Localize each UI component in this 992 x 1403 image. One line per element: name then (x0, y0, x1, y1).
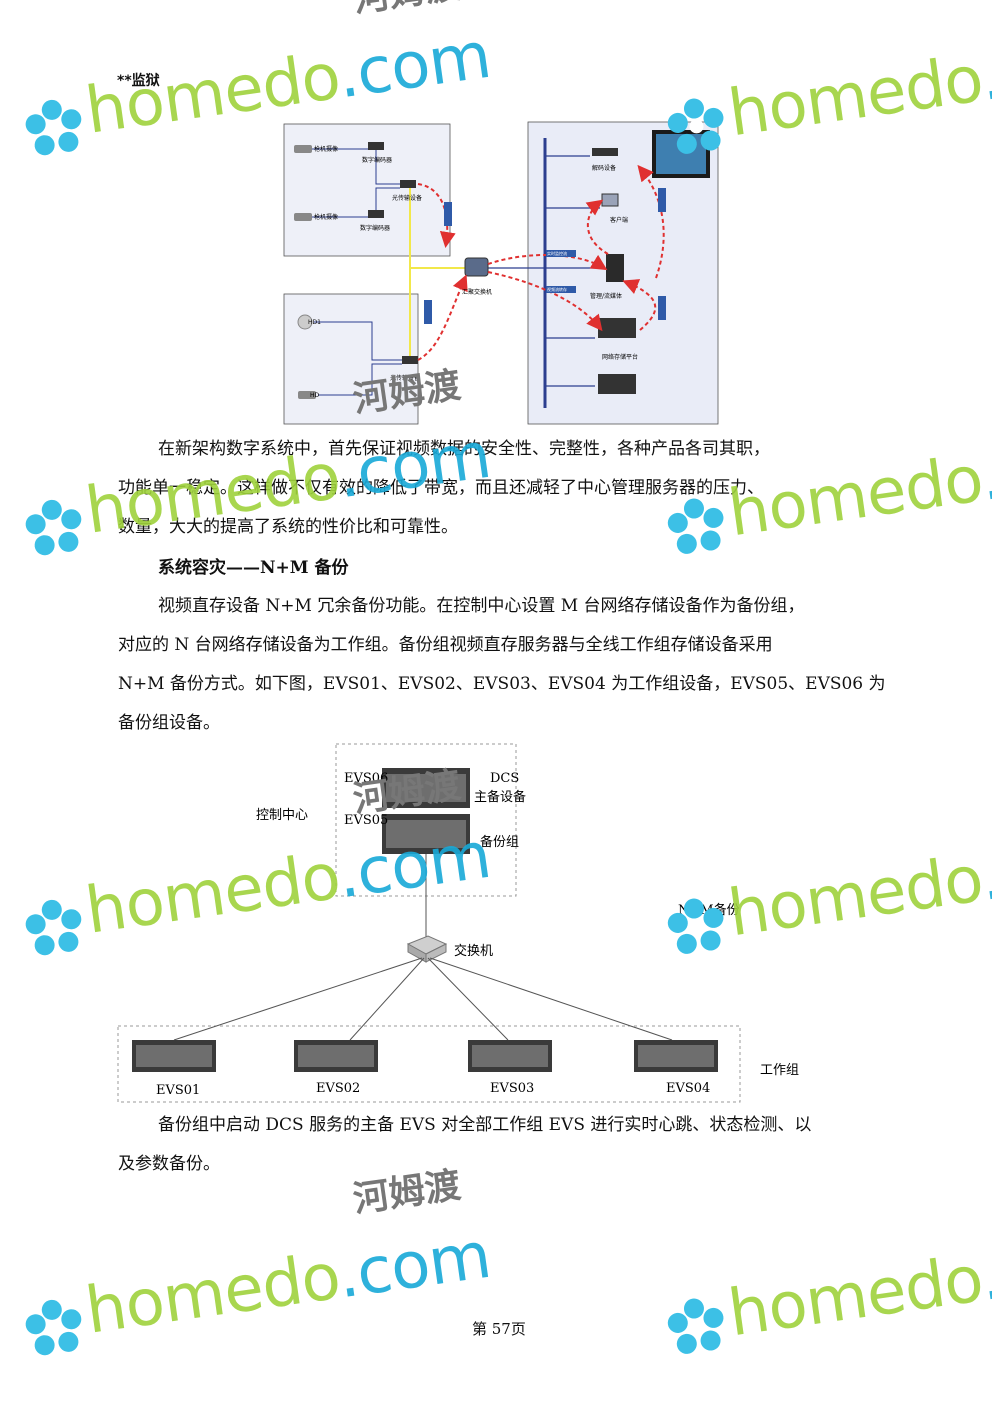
server-icon-evs01 (132, 1040, 216, 1072)
watermark-text-cn: 河姆渡 (349, 0, 464, 23)
optical-label: 光传输设备 (392, 194, 422, 202)
switch-label: 汇聚交换机 (462, 288, 492, 296)
encoder-label: 数字编码器 (362, 156, 392, 164)
watermark-text: .com (332, 1218, 495, 1314)
watermark: homedo.com (650, 1193, 992, 1379)
watermark-text: .com (975, 821, 992, 916)
main-device-label: 主备设备 (474, 789, 526, 805)
dome-camera-icon (297, 314, 313, 330)
evs06-label: EVS06 (344, 771, 388, 786)
evs05-label: EVS05 (344, 813, 388, 828)
server-icon-evs04 (634, 1040, 718, 1072)
storage-label: 网络存储平台 (602, 353, 638, 361)
evs03-label: EVS03 (490, 1081, 534, 1096)
link-label: 实时监控流 (547, 250, 567, 256)
watermark-text: .com (975, 421, 992, 516)
server-icon-evs03 (468, 1040, 552, 1072)
flower-logo-icon (667, 1298, 724, 1354)
text-line: 功能单一稳定。这样做不仅有效的降低了带宽，而且还减轻了中心管理服务器的压力、 (118, 478, 764, 498)
switch-label: 交换机 (454, 943, 493, 959)
work-group-label: 工作组 (760, 1063, 799, 1078)
camera-label: 枪机摄像 (314, 145, 338, 153)
aggregation-switch-icon (464, 257, 489, 277)
link-label: 视频流转存 (547, 286, 567, 292)
section-title-disaster-recovery: 系统容灾——N+M 备份 (158, 558, 349, 578)
storage-platform-icon (598, 318, 636, 338)
client-label: 客户端 (610, 216, 628, 224)
evs02-label: EVS02 (316, 1081, 360, 1096)
camera-site-panel-1 (283, 123, 451, 257)
storage-icon (598, 374, 636, 394)
paragraph-heartbeat: 备份组中启动 DCS 服务的主备 EVS 对全部工作组 EVS 进行实时心跳、状… (118, 1106, 888, 1184)
text-line: 备份组中启动 DCS 服务的主备 EVS 对全部工作组 EVS 进行实时心跳、状… (158, 1115, 812, 1135)
camera-icon (298, 391, 316, 399)
work-group-box (117, 1025, 741, 1103)
flower-logo-icon (25, 499, 82, 556)
text-line: N+M 备份方式。如下图，EVS01、EVS02、EVS03、EVS04 为工作… (118, 674, 886, 694)
flower-logo-icon (25, 99, 82, 156)
paragraph-nm-backup: 视频直存设备 N+M 冗余备份功能。在控制中心设置 M 台网络存储设备作为备份组… (118, 587, 888, 743)
watermark-text: homedo (724, 42, 986, 152)
camera-site-panel-2 (283, 293, 419, 425)
encoder-icon (368, 210, 384, 218)
page-number: 第 57页 (472, 1320, 526, 1338)
server-icon-evs05 (382, 814, 470, 854)
control-center-label: 控制中心 (256, 808, 308, 823)
text-line: 在新架构数字系统中，首先保证视频数据的安全性、完整性，各种产品各司其职， (158, 439, 770, 459)
optical-transmitter-icon (400, 180, 416, 188)
dcs-label: DCS (490, 771, 519, 786)
watermark-text: homedo (724, 1242, 986, 1352)
optical-transmitter-icon (402, 356, 418, 364)
evs04-label: EVS04 (666, 1081, 710, 1096)
hd-label: HD1 (308, 319, 321, 326)
encoder-label: 数字编码器 (360, 224, 390, 232)
camera-icon (294, 213, 312, 221)
evs01-label: EVS01 (156, 1083, 200, 1098)
client-pc-icon (601, 193, 619, 207)
prison-network-diagram: 枪机摄像 枪机摄像 数字编码器 数字编码器 光传输设备 光传输设备 HD1 HD… (283, 121, 719, 425)
paragraph-architecture: 在新架构数字系统中，首先保证视频数据的安全性、完整性，各种产品各司其职， 功能单… (118, 430, 888, 547)
text-line: 对应的 N 台网络存储设备为工作组。备份组视频直存服务器与全线工作组存储设备采用 (118, 635, 773, 655)
text-line: 备份组设备。 (118, 713, 220, 733)
watermark-text: .com (975, 21, 992, 116)
server-icon-evs02 (294, 1040, 378, 1072)
nm-backup-diagram: 控制中心 EVS06 EVS05 DCS 主备设备 备份组 交换机 N+M备份 … (117, 743, 799, 1103)
watermark-text: .com (332, 18, 495, 114)
text-line: 数量，大大的提高了系统的性价比和可靠性。 (118, 517, 458, 537)
camera-icon (294, 145, 312, 153)
encoder-icon (368, 142, 384, 150)
switch-icon (406, 935, 448, 963)
text-line: 视频直存设备 N+M 冗余备份功能。在控制中心设置 M 台网络存储设备作为备份组… (158, 596, 805, 616)
flower-logo-icon (25, 1299, 82, 1356)
nm-backup-label: N+M备份 (678, 902, 740, 918)
watermark-text: homedo (81, 1240, 344, 1349)
text-line: 及参数备份。 (118, 1154, 220, 1174)
decoder-icon (592, 148, 618, 156)
flower-logo-icon (25, 899, 82, 956)
watermark-text: .com (975, 1221, 992, 1316)
server-icon-evs06 (382, 768, 470, 808)
decoder-label: 解码设备 (592, 164, 616, 172)
backup-group-label: 备份组 (480, 834, 519, 850)
optical-label: 光传输设备 (390, 374, 420, 382)
media-server-icon (606, 254, 624, 282)
heading-prison: **监狱 (117, 73, 160, 89)
media-label: 管理/流媒体 (590, 292, 622, 300)
hd-label: HD (310, 392, 320, 399)
camera-label: 枪机摄像 (314, 213, 338, 221)
